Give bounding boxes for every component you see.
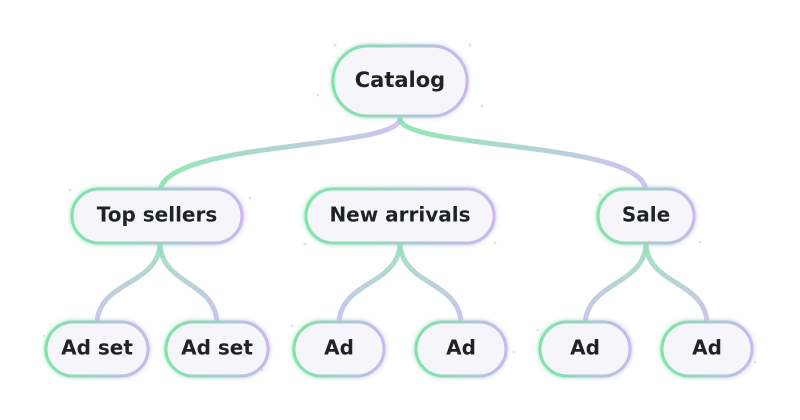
node-leaf-ad-set-1-label: Ad set (61, 336, 133, 360)
node-leaf-ad-set-2-box (164, 320, 270, 378)
node-leaf-ad-4-label: Ad (692, 336, 722, 360)
node-sale-box (596, 187, 696, 245)
connector-new-arrivals-ad-1 (336, 239, 403, 325)
connector-sale-ad-2 (643, 239, 710, 325)
node-leaf-ad-3-label: Ad (570, 336, 600, 360)
node-sale[interactable]: Sale (596, 187, 696, 245)
node-new-arrivals-label: New arrivals (329, 203, 470, 227)
connector-root-top-sellers (157, 115, 403, 193)
node-leaf-ad-2-label: Ad (446, 336, 476, 360)
connector-lines (94, 115, 710, 325)
connector-top-sellers-adset-1 (94, 239, 163, 325)
node-leaf-ad-1[interactable]: Ad (292, 320, 386, 378)
node-leaf-ad-3[interactable]: Ad (538, 320, 632, 378)
connector-sale-ad-1 (582, 239, 649, 325)
node-leaf-ad-set-1-box (44, 320, 150, 378)
node-leaf-ad-4[interactable]: Ad (660, 320, 754, 378)
node-leaf-ad-3-box (538, 320, 632, 378)
node-top-sellers-label: Top sellers (97, 203, 218, 227)
node-new-arrivals[interactable]: New arrivals (304, 187, 496, 245)
node-leaf-ad-1-box (292, 320, 386, 378)
node-leaf-ad-1-label: Ad (324, 336, 354, 360)
node-leaf-ad-2[interactable]: Ad (414, 320, 508, 378)
node-new-arrivals-box (304, 187, 496, 245)
connector-new-arrivals-ad-2 (397, 239, 464, 325)
node-leaf-ad-4-box (660, 320, 754, 378)
connector-top-sellers-adset-2 (157, 239, 220, 325)
node-leaf-ad-set-2-label: Ad set (181, 336, 253, 360)
node-leaf-ad-set-1[interactable]: Ad set (44, 320, 150, 378)
node-root-box (331, 44, 469, 118)
node-top-sellers[interactable]: Top sellers (70, 187, 244, 245)
node-leaf-ad-2-box (414, 320, 508, 378)
node-root-catalog[interactable]: Catalog (331, 44, 469, 118)
node-leaf-ad-set-2[interactable]: Ad set (164, 320, 270, 378)
node-root-label: Catalog (355, 68, 445, 92)
node-sale-label: Sale (622, 203, 670, 227)
connector-root-sale (397, 115, 649, 193)
sparkle-dots (42, 43, 757, 372)
node-top-sellers-box (70, 187, 244, 245)
